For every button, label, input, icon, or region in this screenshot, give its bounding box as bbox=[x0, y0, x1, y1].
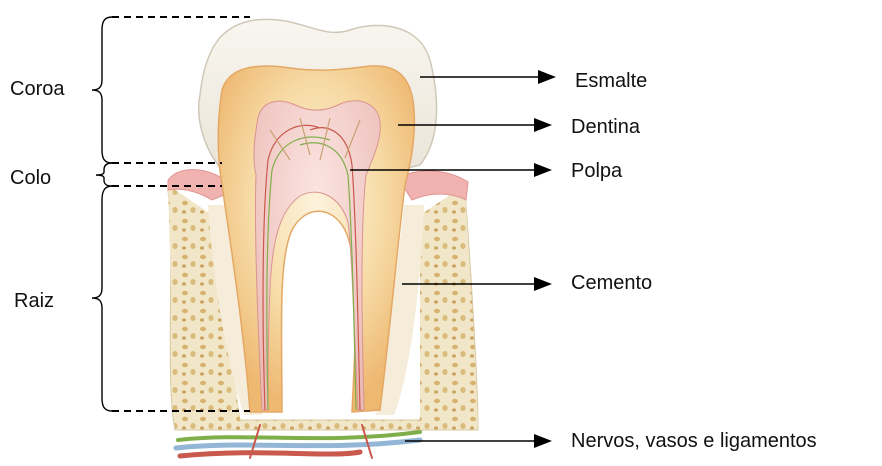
label-pulp: Polpa bbox=[571, 160, 622, 183]
label-dentin: Dentina bbox=[571, 116, 640, 139]
gum-right bbox=[398, 171, 468, 200]
region-braces bbox=[92, 17, 112, 411]
label-enamel: Esmalte bbox=[575, 70, 647, 93]
label-root: Raiz bbox=[14, 290, 54, 313]
label-crown: Coroa bbox=[10, 78, 64, 101]
label-neck: Colo bbox=[10, 167, 51, 190]
label-nerves-vessels: Nervos, vasos e ligamentos bbox=[571, 430, 817, 453]
label-cementum: Cemento bbox=[571, 272, 652, 295]
